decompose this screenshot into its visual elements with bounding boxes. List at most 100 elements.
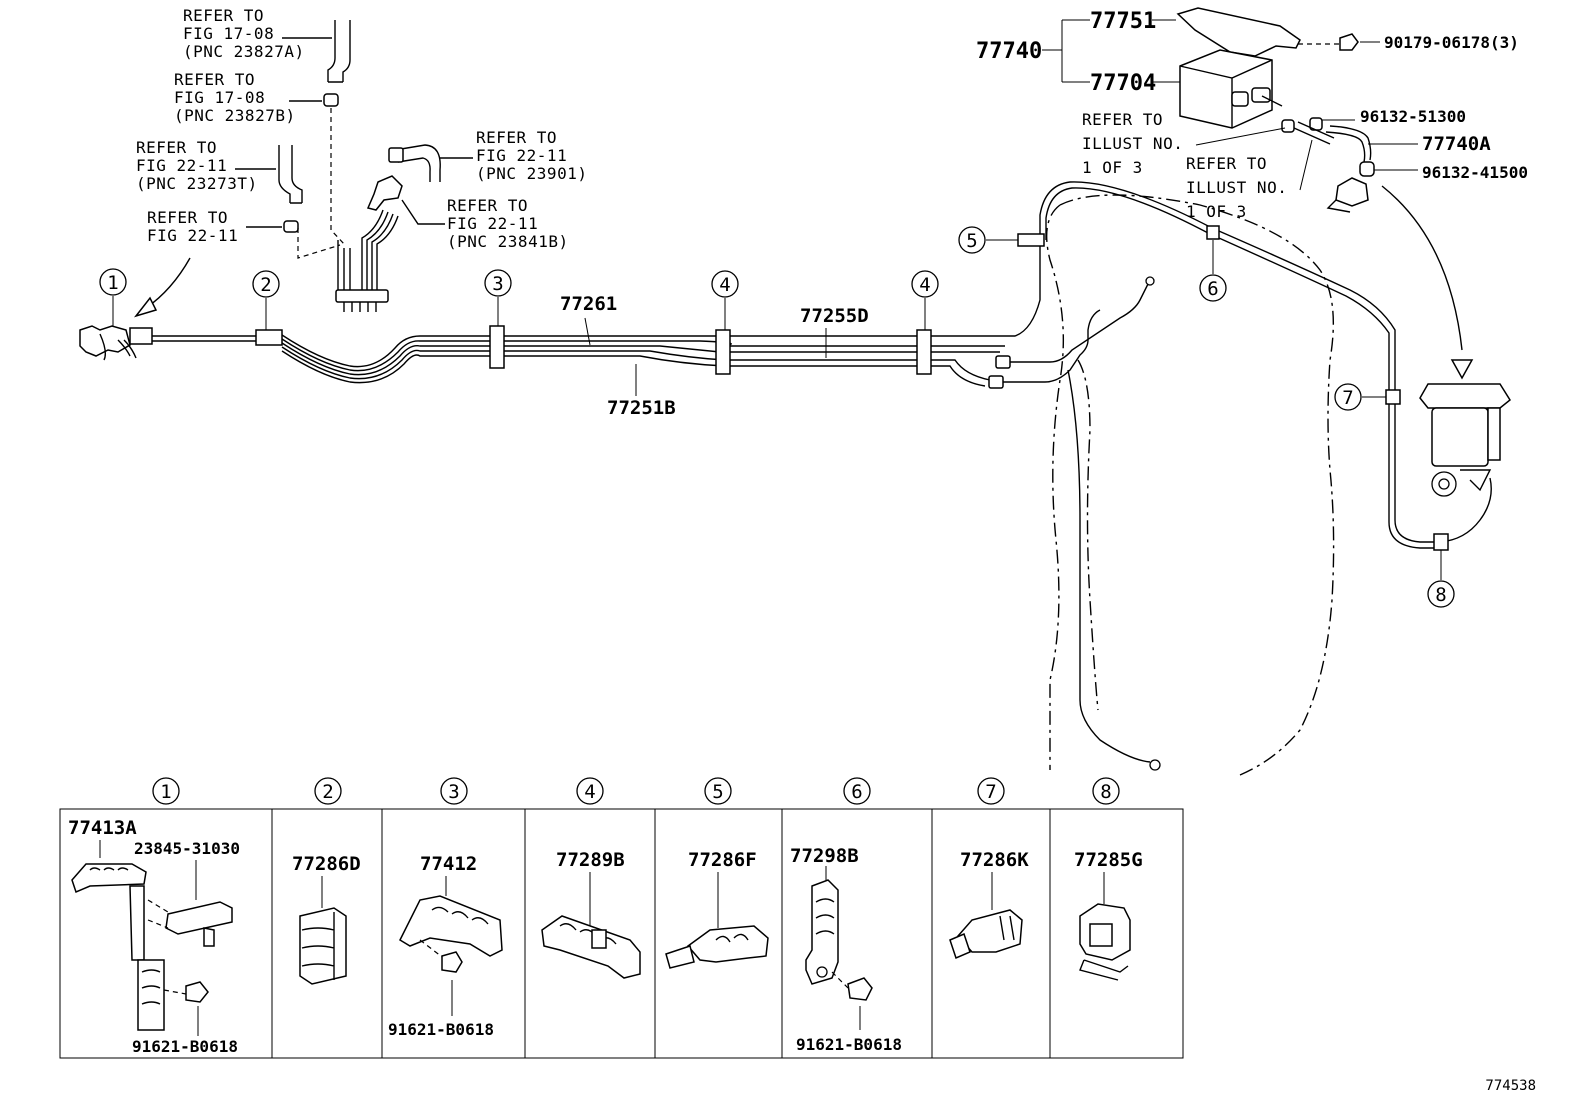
clamp-2	[255, 329, 283, 346]
svg-text:77285G: 77285G	[1074, 849, 1143, 871]
svg-text:4: 4	[584, 781, 595, 803]
svg-text:2: 2	[260, 274, 271, 296]
svg-text:ILLUST NO.: ILLUST NO.	[1186, 178, 1287, 197]
table-header-1: 1	[152, 777, 180, 805]
bolt-90179	[1339, 33, 1359, 51]
label-77704: 77704	[1090, 71, 1180, 96]
valve-bracket-arm	[1326, 199, 1351, 213]
dash-clip-link-2	[297, 228, 341, 259]
svg-text:77286D: 77286D	[292, 853, 361, 875]
clamp-6	[1206, 225, 1220, 240]
svg-text:FIG 22-11: FIG 22-11	[147, 226, 238, 245]
cell-1: 77413A 23845-31030 91621-B0618	[68, 817, 240, 1056]
svg-text:77251B: 77251B	[607, 397, 676, 419]
front-connector-tails	[99, 333, 137, 361]
svg-text:77413A: 77413A	[68, 817, 137, 839]
svg-text:FIG 22-11: FIG 22-11	[476, 146, 567, 165]
table-header-8: 8	[1092, 777, 1120, 805]
svg-text:1 OF 3: 1 OF 3	[1186, 202, 1247, 221]
svg-text:(PNC 23827B): (PNC 23827B)	[174, 106, 296, 125]
label-77261: 77261	[560, 293, 617, 346]
svg-text:REFER TO: REFER TO	[1082, 110, 1163, 129]
clamp-4a	[715, 329, 731, 375]
valve-bracket	[1335, 177, 1369, 207]
svg-text:5: 5	[712, 781, 723, 803]
pipe-end-23901	[394, 144, 441, 182]
svg-text:REFER TO: REFER TO	[183, 6, 264, 25]
dash-clip-link	[330, 108, 346, 246]
clamp-4b	[916, 329, 932, 375]
svg-text:(PNC 23827A): (PNC 23827A)	[183, 42, 305, 61]
svg-text:ILLUST NO.: ILLUST NO.	[1082, 134, 1183, 153]
svg-text:77255D: 77255D	[800, 305, 869, 327]
arrow-to-clip1	[145, 257, 191, 309]
tank-line	[1067, 309, 1151, 763]
body-outline-right	[1059, 194, 1335, 776]
ref-label-fig17-08-a: REFER TO FIG 17-08 (PNC 23827A)	[183, 6, 305, 61]
svg-text:77298B: 77298B	[790, 845, 859, 867]
callout-6: 6	[1199, 240, 1227, 302]
svg-text:REFER TO: REFER TO	[1186, 154, 1267, 173]
svg-text:1: 1	[107, 272, 118, 294]
vertical-bundle	[361, 209, 399, 296]
arrow-to-tank	[1381, 185, 1463, 351]
svg-text:FIG 17-08: FIG 17-08	[174, 88, 265, 107]
evap-line-down	[1394, 400, 1492, 543]
svg-text:77704: 77704	[1090, 71, 1156, 96]
bracket-23841b	[366, 175, 403, 211]
ref-label-fig17-08-b: REFER TO FIG 17-08 (PNC 23827B)	[174, 70, 296, 125]
cell-2: 77286D	[292, 853, 361, 985]
hose-clip-a	[1281, 119, 1295, 133]
cell-6: 77298B 91621-B0618	[790, 845, 902, 1054]
svg-text:96132-41500: 96132-41500	[1422, 163, 1528, 182]
label-96132-51300: 96132-51300	[1322, 107, 1466, 126]
connector-lower	[988, 375, 1004, 389]
callout-5: 5	[958, 226, 1018, 254]
leader-ref6	[401, 199, 445, 225]
bundle-clamp	[335, 289, 389, 303]
svg-text:4: 4	[919, 274, 930, 296]
callout-3: 3	[484, 269, 512, 326]
label-77751: 77751	[1090, 9, 1176, 34]
line-end-lower	[1149, 759, 1161, 771]
svg-text:6: 6	[851, 781, 862, 803]
fuel-pump-unit	[1419, 383, 1511, 497]
svg-text:96132-51300: 96132-51300	[1360, 107, 1466, 126]
svg-text:90179-06178(3): 90179-06178(3)	[1384, 33, 1519, 52]
svg-text:7: 7	[985, 781, 996, 803]
vertical-bundle-left	[337, 240, 351, 296]
svg-text:FIG 17-08: FIG 17-08	[183, 24, 274, 43]
label-90179: 90179-06178(3)	[1360, 33, 1519, 52]
table-header-7: 7	[977, 777, 1005, 805]
pipe-end-23273t	[278, 145, 303, 204]
label-77251b: 77251B	[607, 364, 676, 419]
table-header-4: 4	[576, 777, 604, 805]
table-header-6: 6	[843, 777, 871, 805]
svg-text:(PNC 23273T): (PNC 23273T)	[136, 174, 258, 193]
label-77740: 77740	[976, 19, 1090, 83]
small-clip-22-11	[283, 220, 299, 233]
branch-to-tank-upper	[1010, 283, 1149, 363]
svg-text:FIG 22-11: FIG 22-11	[136, 156, 227, 175]
svg-text:8: 8	[1100, 781, 1111, 803]
svg-text:REFER TO: REFER TO	[147, 208, 228, 227]
canister-77704	[1179, 49, 1283, 129]
small-clip-23827b	[323, 93, 339, 107]
clamp-7	[1385, 389, 1401, 405]
body-outline-inner	[1077, 359, 1099, 711]
svg-text:77289B: 77289B	[556, 849, 625, 871]
svg-text:REFER TO: REFER TO	[174, 70, 255, 89]
front-connector	[79, 325, 131, 357]
table-header-3: 3	[440, 777, 468, 805]
svg-text:77751: 77751	[1090, 9, 1156, 34]
svg-text:91621-B0618: 91621-B0618	[132, 1037, 238, 1056]
bundle-tails	[343, 302, 377, 312]
connector-upper	[995, 355, 1011, 369]
ref-label-illust-b: REFER TO ILLUST NO. 1 OF 3	[1186, 139, 1313, 221]
svg-text:3: 3	[448, 781, 459, 803]
callout-7: 7	[1334, 383, 1386, 411]
svg-text:REFER TO: REFER TO	[476, 128, 557, 147]
clamp-5	[1017, 233, 1045, 247]
svg-text:23845-31030: 23845-31030	[134, 839, 240, 858]
svg-text:REFER TO: REFER TO	[447, 196, 528, 215]
